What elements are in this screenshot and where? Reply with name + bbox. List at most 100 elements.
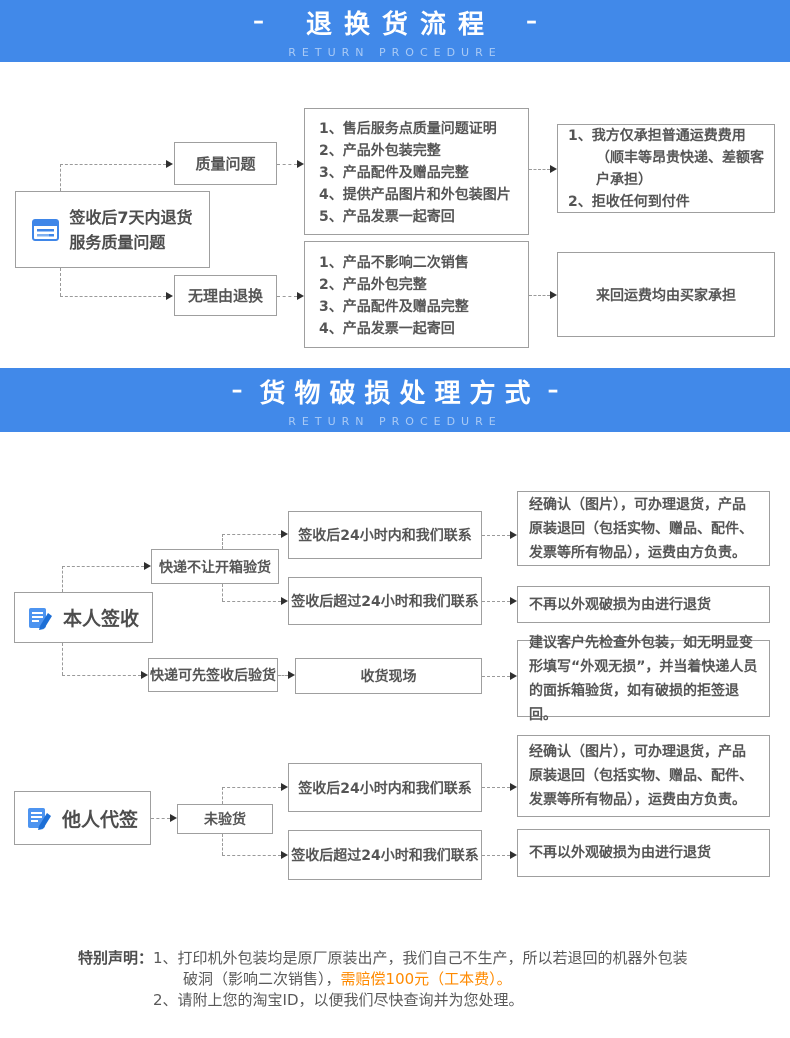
banner1-title: 退换货流程 — [305, 9, 496, 40]
flow2-case2-box: 签收后超过24小时和我们联系 — [288, 577, 482, 625]
flow1-noreason-conditions-box: 1、产品不影响二次销售 2、产品外包完整 3、产品配件及赠品完整 4、产品发票一… — [304, 241, 529, 348]
banner1-title-row: – 退换货流程 – — [223, 4, 567, 41]
connector-line — [277, 296, 297, 297]
connector-line — [62, 675, 141, 676]
arrowhead-icon — [550, 165, 557, 173]
flow2-branch2-box: 快递可先签收后验货 — [148, 658, 278, 692]
notice-item1-highlight: 需赔偿100元（工本费）。 — [340, 970, 512, 988]
flow1-noreason-conditions: 1、产品不影响二次销售 2、产品外包完整 3、产品配件及赠品完整 4、产品发票一… — [305, 242, 528, 340]
flow3-case2-label: 签收后超过24小时和我们联系 — [291, 848, 479, 864]
flow3-result1-text: 经确认（图片），可办理退货，产品原装退回（包括实物、赠品、配件、发票等所有物品）… — [529, 744, 753, 808]
banner-damage-handling: – 货物破损处理方式 – RETURN PROCEDURE — [0, 368, 790, 432]
condition-item: 2、产品外包装完整 — [319, 143, 441, 159]
arrowhead-icon — [144, 562, 151, 570]
flow1-quality-box: 质量问题 — [174, 142, 277, 185]
flow1-source-box: 签收后7天内退货 服务质量问题 — [15, 191, 210, 268]
flow1-quality-label: 质量问题 — [195, 155, 256, 173]
condition-item: 3、产品配件及赠品完整 — [319, 299, 469, 315]
flow1-noreason-label: 无理由退换 — [187, 287, 263, 305]
connector-line — [62, 643, 63, 675]
flow3-case2-box: 签收后超过24小时和我们联系 — [288, 830, 482, 880]
flow1-quality-conditions-box: 1、售后服务点质量问题证明 2、产品外包装完整 3、产品配件及赠品完整 4、提供… — [304, 108, 529, 235]
connector-line — [60, 164, 61, 191]
connector-line — [62, 566, 63, 592]
arrowhead-icon — [550, 291, 557, 299]
special-notice-label: 特别声明： — [78, 949, 154, 967]
arrowhead-icon — [281, 530, 288, 538]
connector-line — [482, 676, 510, 677]
form-icon — [32, 218, 60, 241]
special-notice-body: 1、打印机外包装均是原厂原装出产，我们自己不生产，所以若退回的机器外包装破洞（影… — [153, 948, 701, 1011]
flow2-branch1-label: 快递不让开箱验货 — [159, 559, 271, 576]
notice-item-2: 2、请附上您的淘宝ID，以便我们尽快查询并为您处理。 — [153, 991, 524, 1009]
connector-line — [482, 855, 510, 856]
arrowhead-icon — [510, 672, 517, 680]
flow1-source-text: 签收后7天内退货 服务质量问题 — [69, 205, 192, 255]
connector-line — [151, 818, 170, 819]
flow3-result1-box: 经确认（图片），可办理退货，产品原装退回（包括实物、赠品、配件、发票等所有物品）… — [517, 735, 770, 817]
flow1-quality-conditions: 1、售后服务点质量问题证明 2、产品外包装完整 3、产品配件及赠品完整 4、提供… — [305, 109, 528, 228]
connector-line — [482, 535, 510, 536]
connector-line — [222, 787, 223, 804]
flow3-result2-box: 不再以外观破损为由进行退货 — [517, 829, 770, 877]
arrowhead-icon — [297, 292, 304, 300]
banner2-dash-right: – — [547, 378, 559, 403]
connector-line — [222, 787, 281, 788]
banner2-title-row: – 货物破损处理方式 – — [223, 373, 566, 410]
connector-line — [222, 584, 223, 601]
arrowhead-icon — [281, 783, 288, 791]
banner-return-procedure: – 退换货流程 – RETURN PROCEDURE — [0, 0, 790, 62]
connector-line — [222, 534, 281, 535]
flow2-source-label: 本人签收 — [62, 608, 139, 630]
connector-line — [277, 164, 297, 165]
connector-line — [222, 601, 281, 602]
banner2-title: 货物破损处理方式 — [259, 378, 540, 409]
flow2-result3-box: 建议客户先检查外包装，如无明显变形填写“外观无损”，并当着快递人员的面拆箱验货，… — [517, 635, 770, 723]
arrowhead-icon — [510, 597, 517, 605]
arrowhead-icon — [510, 783, 517, 791]
flow3-branch-box: 未验货 — [177, 804, 273, 834]
notice-item1-text: 1、打印机外包装均是原厂原装出产，我们自己不生产，所以若退回的机器外包装破洞（影… — [153, 949, 688, 988]
arrowhead-icon — [166, 292, 173, 300]
arrowhead-icon — [288, 671, 295, 679]
condition-item: 5、产品发票一起寄回 — [319, 209, 455, 225]
result-item: 1、我方仅承担普通运费费用（顺丰等昂贵快递、差额客户承担） — [568, 127, 764, 188]
flow1-noreason-result-box: 来回运费均由买家承担 — [557, 252, 775, 337]
connector-line — [60, 296, 166, 297]
connector-line — [60, 164, 166, 165]
signature-icon — [28, 607, 52, 630]
connector-line — [482, 601, 510, 602]
flow3-case1-box: 签收后24小时内和我们联系 — [288, 763, 482, 812]
flow2-branch1-box: 快递不让开箱验货 — [151, 549, 279, 584]
connector-line — [222, 534, 223, 549]
condition-item: 1、售后服务点质量问题证明 — [319, 121, 497, 137]
connector-line — [222, 834, 223, 855]
connector-line — [62, 566, 144, 567]
banner2-subtitle: RETURN PROCEDURE — [288, 414, 502, 428]
flow2-result1-text: 经确认（图片），可办理退货，产品原装退回（包括实物、赠品、配件、发票等所有物品）… — [529, 496, 753, 561]
arrowhead-icon — [141, 671, 148, 679]
connector-line — [482, 787, 510, 788]
arrowhead-icon — [281, 851, 288, 859]
flow1-noreason-box: 无理由退换 — [174, 275, 277, 316]
condition-item: 3、产品配件及赠品完整 — [319, 165, 469, 181]
condition-item: 2、产品外包完整 — [319, 277, 427, 293]
signature-icon — [27, 808, 51, 830]
flow2-case3-label: 收货现场 — [360, 669, 417, 685]
arrowhead-icon — [510, 531, 517, 539]
flow2-case1-box: 签收后24小时内和我们联系 — [288, 511, 482, 559]
flow3-branch-label: 未验货 — [204, 812, 246, 828]
connector-line — [529, 169, 550, 170]
banner1-subtitle: RETURN PROCEDURE — [288, 45, 502, 59]
flow1-noreason-result: 来回运费均由买家承担 — [596, 287, 736, 304]
flow2-case3-box: 收货现场 — [295, 658, 482, 694]
flow2-case2-label: 签收后超过24小时和我们联系 — [291, 594, 479, 610]
arrowhead-icon — [281, 597, 288, 605]
special-notice: 特别声明： 1、打印机外包装均是原厂原装出产，我们自己不生产，所以若退回的机器外… — [78, 948, 701, 1011]
connector-line — [278, 675, 288, 676]
flow1-quality-result-box: 1、我方仅承担普通运费费用（顺丰等昂贵快递、差额客户承担） 2、拒收任何到付件 — [557, 124, 775, 213]
arrowhead-icon — [166, 160, 173, 168]
flow3-source-label: 他人代签 — [61, 808, 138, 831]
arrowhead-icon — [510, 851, 517, 859]
